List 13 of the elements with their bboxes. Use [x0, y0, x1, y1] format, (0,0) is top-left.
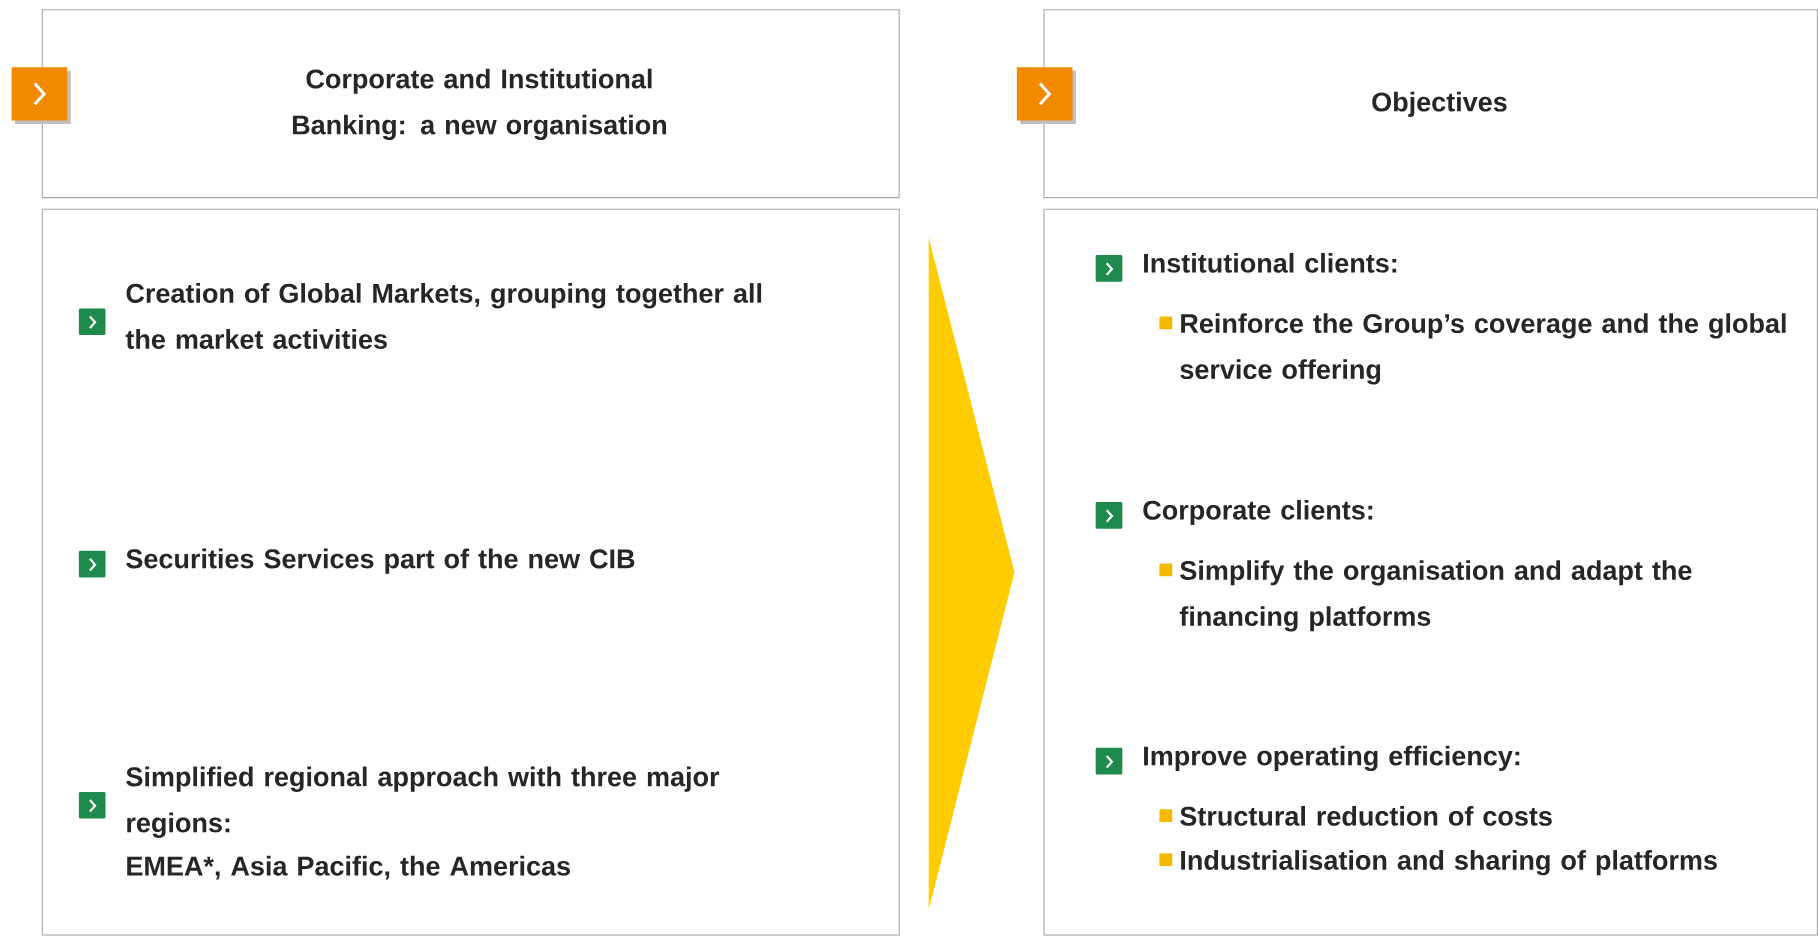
bullet-text: Institutional clients:	[1144, 253, 1397, 273]
bullet-text: Structural reduction of costs	[1180, 806, 1552, 826]
bullet-text: Simplified regional approach with three major regions:	[126, 766, 720, 839]
bullet-text: Reinforce the Group’s coverage and the global service offering	[1180, 313, 1786, 385]
header-box: Corporate and Institutional Banking: a new organisation	[41, 9, 900, 199]
bullet-text: Creation of Global Markets, grouping together all the market activities	[125, 283, 762, 350]
bullet-text: Improve operating efficiency:	[1144, 745, 1520, 772]
bullet-text: Simplify the organisation and adapt the financing platforms	[1179, 560, 1692, 632]
header-box: Objectives	[1043, 9, 1818, 199]
bullet-text: Industrialisation and sharing of platforms	[1181, 850, 1717, 876]
bullet-text: EMEA*, Asia Pacific, the Americas	[127, 856, 570, 880]
bullet-text: Securities Services part of the new CIB	[126, 548, 635, 574]
bullet-text: Corporate clients:	[1143, 500, 1373, 526]
